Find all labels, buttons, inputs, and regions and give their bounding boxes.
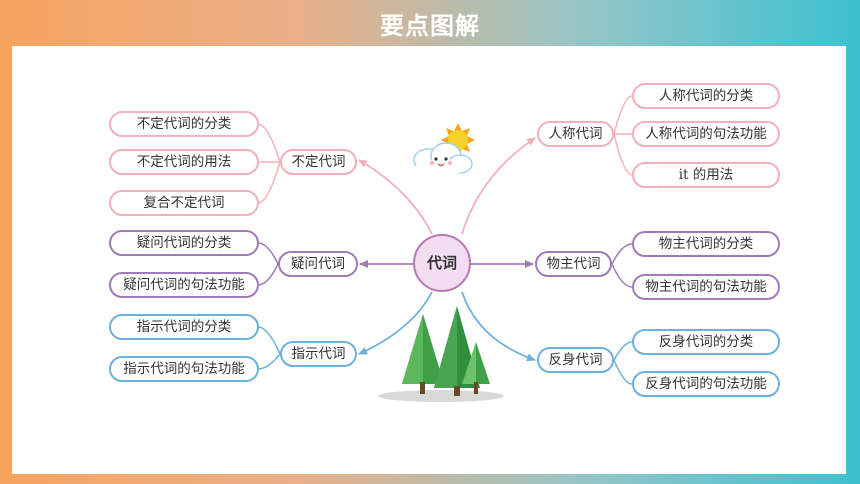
leaf-personal-2: 人称代词的句法功能: [632, 121, 780, 147]
sun-cloud-icon: [413, 123, 475, 175]
leaf-reflexive-2: 反身代词的句法功能: [632, 371, 780, 397]
node-interrogative: 疑问代词: [278, 251, 358, 277]
node-indefinite: 不定代词: [280, 149, 357, 175]
leaf-demonstrative-2: 指示代词的句法功能: [109, 356, 259, 382]
leaf-personal-3: it 的用法: [632, 162, 780, 188]
center-node: 代词: [413, 234, 471, 292]
node-reflexive: 反身代词: [537, 347, 614, 373]
leaf-indefinite-3: 复合不定代词: [109, 190, 259, 216]
leaf-possessive-1: 物主代词的分类: [632, 231, 780, 257]
leaf-personal-1: 人称代词的分类: [632, 83, 780, 109]
page-title: 要点图解: [380, 12, 480, 40]
leaf-reflexive-1: 反身代词的分类: [632, 329, 780, 355]
trees-icon: [378, 306, 504, 402]
leaf-possessive-2: 物主代词的句法功能: [632, 274, 780, 300]
node-personal: 人称代词: [537, 121, 614, 147]
leaf-interrogative-2: 疑问代词的句法功能: [109, 272, 259, 298]
node-possessive: 物主代词: [535, 251, 612, 277]
leaf-indefinite-1: 不定代词的分类: [109, 111, 259, 137]
leaf-interrogative-1: 疑问代词的分类: [109, 230, 259, 256]
leaf-demonstrative-1: 指示代词的分类: [109, 314, 259, 340]
node-demonstrative: 指示代词: [280, 341, 357, 367]
leaf-indefinite-2: 不定代词的用法: [109, 149, 259, 175]
